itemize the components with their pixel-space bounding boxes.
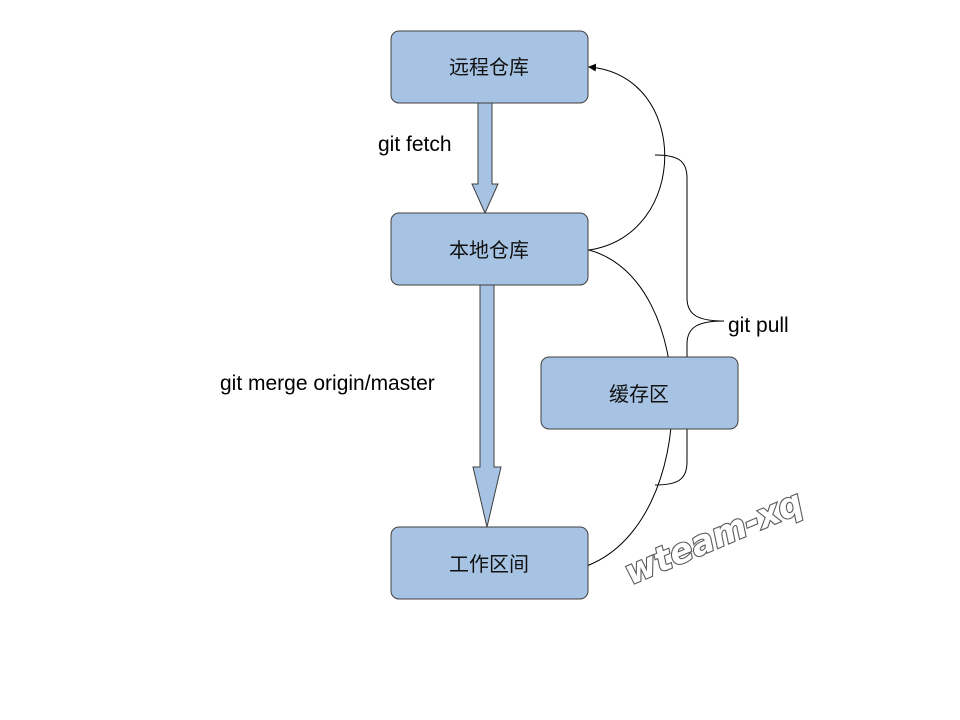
pull-curve-remote-local	[581, 63, 666, 255]
git-fetch-label: git fetch	[378, 133, 452, 156]
git-pull-label: git pull	[728, 314, 789, 337]
remote-repo-label: 远程仓库	[449, 55, 529, 79]
git-merge-label: git merge origin/master	[220, 372, 435, 395]
remote-repo-node	[390, 30, 589, 104]
local-repo-label: 本地仓库	[449, 238, 529, 262]
fetch-block-arrow	[471, 102, 499, 215]
working-dir-label: 工作区间	[449, 552, 529, 576]
staging-area-node	[540, 356, 739, 430]
working-dir-node	[390, 526, 589, 600]
git-pull-brace	[654, 154, 725, 486]
local-repo-node	[390, 212, 589, 286]
merge-block-arrow	[472, 284, 502, 528]
staging-area-label: 缓存区	[609, 382, 669, 406]
watermark: wteam-xq	[619, 482, 809, 593]
